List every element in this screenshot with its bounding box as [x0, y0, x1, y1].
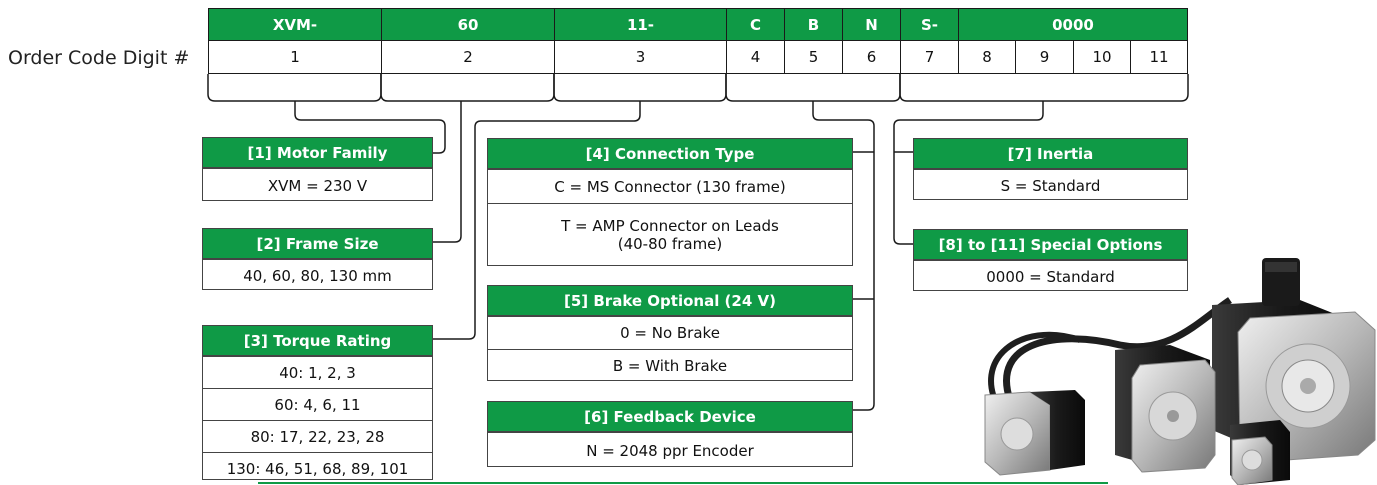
box-title: [5] Brake Optional (24 V) [488, 286, 852, 316]
box-feedback-device: [6] Feedback Device N = 2048 ppr Encoder [487, 401, 853, 467]
box-title: [8] to [11] Special Options [914, 230, 1187, 260]
segment-special: 0000 [958, 8, 1188, 41]
box-row: XVM = 230 V [203, 168, 432, 202]
box-brake-optional: [5] Brake Optional (24 V) 0 = No Brake B… [487, 285, 853, 381]
box-title: [2] Frame Size [203, 229, 432, 259]
connector-2 [433, 101, 462, 243]
connector-1 [294, 101, 446, 154]
bottom-divider [258, 482, 1108, 484]
box-row: 130: 46, 51, 68, 89, 101 [203, 452, 432, 484]
box-special-options: [8] to [11] Special Options 0000 = Stand… [913, 229, 1188, 291]
box-row: C = MS Connector (130 frame) [488, 169, 852, 203]
box-row: 40: 1, 2, 3 [203, 356, 432, 388]
box-frame-size: [2] Frame Size 40, 60, 80, 130 mm [202, 228, 433, 290]
box-inertia: [7] Inertia S = Standard [913, 138, 1188, 200]
box-row: 0000 = Standard [914, 260, 1187, 292]
box-row: 40, 60, 80, 130 mm [203, 259, 432, 291]
box-row: 80: 17, 22, 23, 28 [203, 420, 432, 452]
digit-cell: 10 [1073, 41, 1130, 74]
digit-cell: 6 [842, 41, 900, 74]
connector-4-6-drop [812, 101, 875, 411]
box-title: [6] Feedback Device [488, 402, 852, 432]
connector-3 [433, 101, 641, 340]
digit-cell: 4 [726, 41, 784, 74]
box-connection-type: [4] Connection Type C = MS Connector (13… [487, 138, 853, 266]
order-code-label: Order Code Digit # [8, 47, 190, 69]
box-torque-rating: [3] Torque Rating 40: 1, 2, 3 60: 4, 6, … [202, 325, 433, 480]
segment-torque: 11- [554, 8, 726, 41]
digit-cell: 9 [1015, 41, 1073, 74]
box-row: N = 2048 ppr Encoder [488, 432, 852, 468]
box-row: 0 = No Brake [488, 316, 852, 349]
box-title: [3] Torque Rating [203, 326, 432, 356]
segment-inertia: S- [900, 8, 958, 41]
segment-connection: C [726, 8, 784, 41]
box-title: [4] Connection Type [488, 139, 852, 169]
digit-cell: 7 [900, 41, 958, 74]
segment-feedback: N [842, 8, 900, 41]
connector-7-11-drop [893, 101, 1044, 245]
digit-cell: 1 [208, 41, 381, 74]
box-title: [7] Inertia [914, 139, 1187, 169]
box-row: 60: 4, 6, 11 [203, 388, 432, 420]
box-row: S = Standard [914, 169, 1187, 201]
box-row: B = With Brake [488, 349, 852, 382]
digit-cell: 5 [784, 41, 842, 74]
segment-frame: 60 [381, 8, 554, 41]
box-title: [1] Motor Family [203, 138, 432, 168]
segment-brake: B [784, 8, 842, 41]
segment-xvm: XVM- [208, 8, 381, 41]
digit-cell: 2 [381, 41, 554, 74]
bracket-7-11 [899, 74, 1189, 102]
digit-cell: 11 [1130, 41, 1188, 74]
box-motor-family: [1] Motor Family XVM = 230 V [202, 137, 433, 201]
digit-cell: 3 [554, 41, 726, 74]
digit-cell: 8 [958, 41, 1015, 74]
box-row: T = AMP Connector on Leads (40-80 frame) [488, 203, 852, 266]
